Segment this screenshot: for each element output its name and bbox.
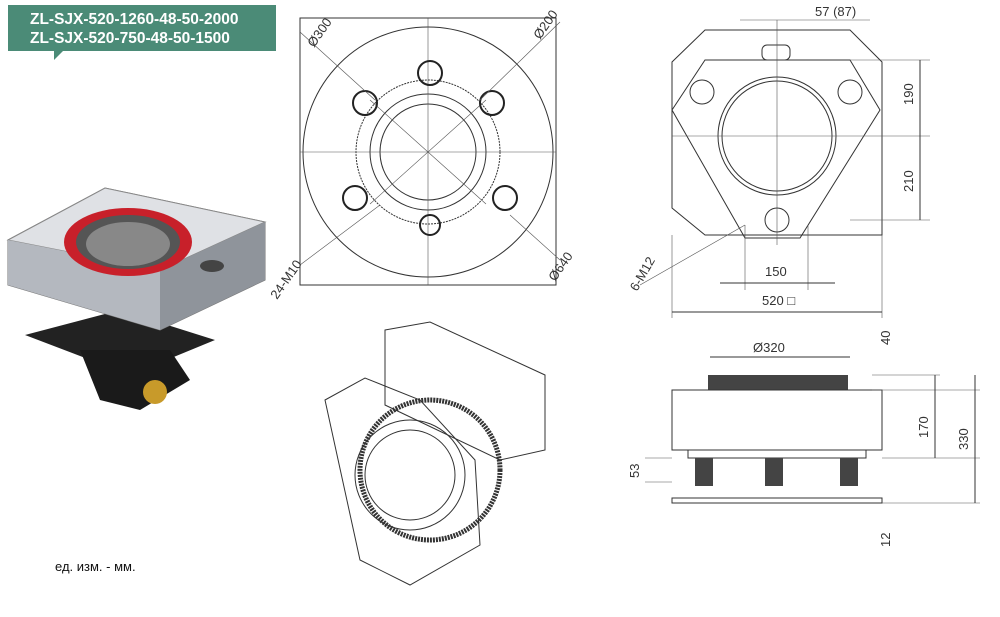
- dim-210: 210: [901, 170, 916, 192]
- dim-24-m10: 24-M10: [267, 257, 305, 302]
- dim-d320: Ø320: [753, 340, 785, 355]
- dim-12: 12: [878, 533, 893, 547]
- dim-53: 53: [627, 464, 642, 478]
- dim-shaft-57-87: 57 (87): [815, 4, 856, 19]
- isometric-view: [324, 321, 546, 586]
- dim-520: 520 □: [762, 293, 795, 308]
- dim-6-m12: 6-M12: [627, 254, 658, 293]
- model-label-box: ZL-SJX-520-1260-48-50-2000 ZL-SJX-520-75…: [8, 5, 276, 60]
- top-view: 57 (87) 190 210 6-M12 150 520 □: [627, 4, 930, 318]
- dim-190: 190: [901, 83, 916, 105]
- dim-330: 330: [956, 428, 971, 450]
- dim-170: 170: [916, 416, 931, 438]
- front-view: Ø300 Ø200 24-M10 Ø640: [267, 7, 576, 302]
- model-name-1: ZL-SJX-520-1260-48-50-2000: [30, 11, 239, 28]
- dim-40: 40: [878, 331, 893, 345]
- side-view: Ø320 40 170 330 53 12: [627, 331, 980, 547]
- dim-150: 150: [765, 264, 787, 279]
- product-render-3d: [6, 187, 267, 410]
- units-note: ед. изм. - мм.: [55, 559, 136, 574]
- dim-d300: Ø300: [304, 15, 335, 50]
- dim-d640: Ø640: [545, 249, 576, 284]
- model-name-2: ZL-SJX-520-750-48-50-1500: [30, 30, 230, 47]
